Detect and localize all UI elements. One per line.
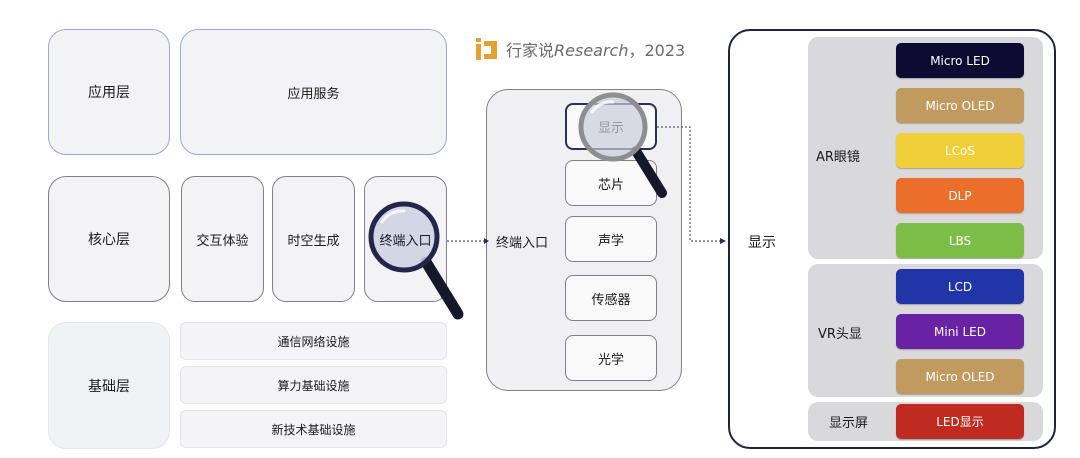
watermark-brand: 行家说 [506,41,555,60]
tech-ar-lbs: LBS [896,223,1024,258]
watermark-year: ，2023 [628,41,686,60]
terminal-item-acoustic: 声学 [565,216,657,262]
terminal-item-optics: 光学 [565,335,657,381]
group-label-vr: VR头显 [818,327,862,342]
group-label-screen: 显示屏 [829,416,869,431]
foundation-item-computing: 算力基础设施 [180,366,447,404]
tech-ar-dlp: DLP [896,178,1024,213]
core-item-spacetime: 时空生成 [272,176,355,302]
brand-logo-icon [476,38,497,60]
tech-ar-micro-led: Micro LED [896,43,1024,78]
tech-vr-mini-led: Mini LED [896,314,1024,349]
layer-foundation-label: 基础层 [48,322,170,449]
core-item-terminal-entry-label: 终端入口 [379,234,432,249]
tech-ar-lcos: LCoS [896,133,1024,168]
layer-application-label: 应用层 [48,29,170,155]
arrow-head-icon [484,238,489,244]
arrow-head-icon [720,238,726,244]
core-item-interaction: 交互体验 [181,176,264,302]
layer-core-label: 核心层 [48,176,170,302]
terminal-item-sensor: 传感器 [565,275,657,321]
application-service-box: 应用服务 [180,29,447,155]
foundation-item-newtech: 新技术基础设施 [180,410,447,448]
terminal-column-label: 终端入口 [496,236,549,251]
tech-ar-micro-oled: Micro OLED [896,88,1024,123]
group-label-ar: AR眼镜 [816,150,860,165]
watermark-text: 行家说Research，2023 [506,37,685,61]
tech-vr-lcd: LCD [896,269,1024,304]
foundation-item-network: 通信网络设施 [180,322,447,360]
display-panel-label: 显示 [748,235,776,251]
tech-screen-led: LED显示 [896,404,1024,439]
tech-vr-micro-oled: Micro OLED [896,359,1024,394]
brand-logo [476,38,498,60]
watermark-research: Research [554,41,629,60]
